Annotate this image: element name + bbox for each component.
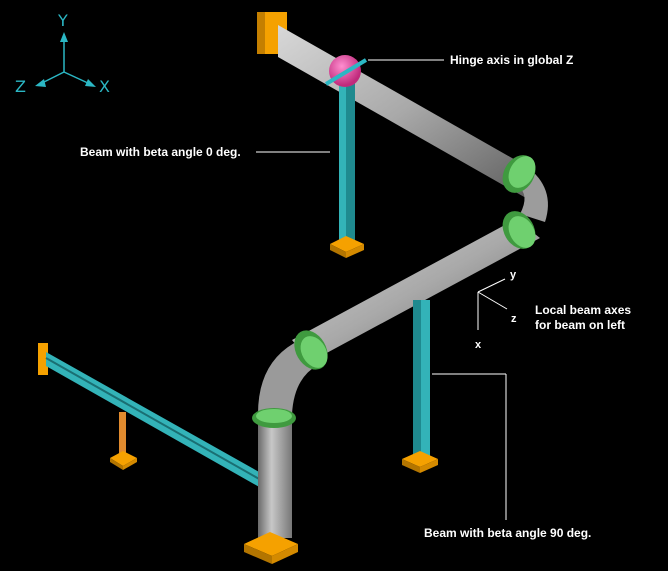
local-x-label: x	[475, 339, 482, 351]
beam-beta-0	[330, 82, 364, 258]
hinge	[324, 55, 368, 87]
left-beam-end-plate	[38, 343, 48, 375]
local-axes-annotation-line2: for beam on left	[535, 318, 625, 332]
local-axes-annotation-line1: Local beam axes	[535, 303, 631, 317]
flange-lower-1	[294, 330, 328, 370]
pipe-system	[244, 12, 548, 564]
global-x-label: X	[99, 77, 110, 96]
beam-beta-0-annotation: Beam with beta angle 0 deg.	[80, 145, 241, 159]
orange-post-base	[110, 451, 137, 466]
beam-beta-90-annotation: Beam with beta angle 90 deg.	[424, 526, 591, 540]
bottom-base-plate	[244, 532, 298, 556]
local-axes-triad: y z x	[475, 269, 517, 351]
flange-lower-2	[252, 408, 296, 428]
local-y-label: y	[510, 269, 517, 281]
middle-pipe	[292, 219, 540, 362]
flange-upper-2	[502, 211, 536, 249]
hinge-annotation: Hinge axis in global Z	[450, 53, 573, 67]
leader-lines	[256, 59, 507, 520]
upper-pipe	[278, 25, 526, 198]
global-axes-triad: Y Z X	[15, 11, 110, 96]
global-y-label: Y	[57, 11, 68, 30]
flange-upper-1	[502, 155, 536, 193]
left-beam-assembly	[38, 343, 269, 492]
orange-post	[119, 412, 126, 458]
global-z-label: Z	[15, 77, 26, 96]
beam-beta-90	[402, 300, 438, 473]
local-z-label: z	[511, 313, 517, 325]
lower-vertical-pipe	[258, 414, 292, 538]
